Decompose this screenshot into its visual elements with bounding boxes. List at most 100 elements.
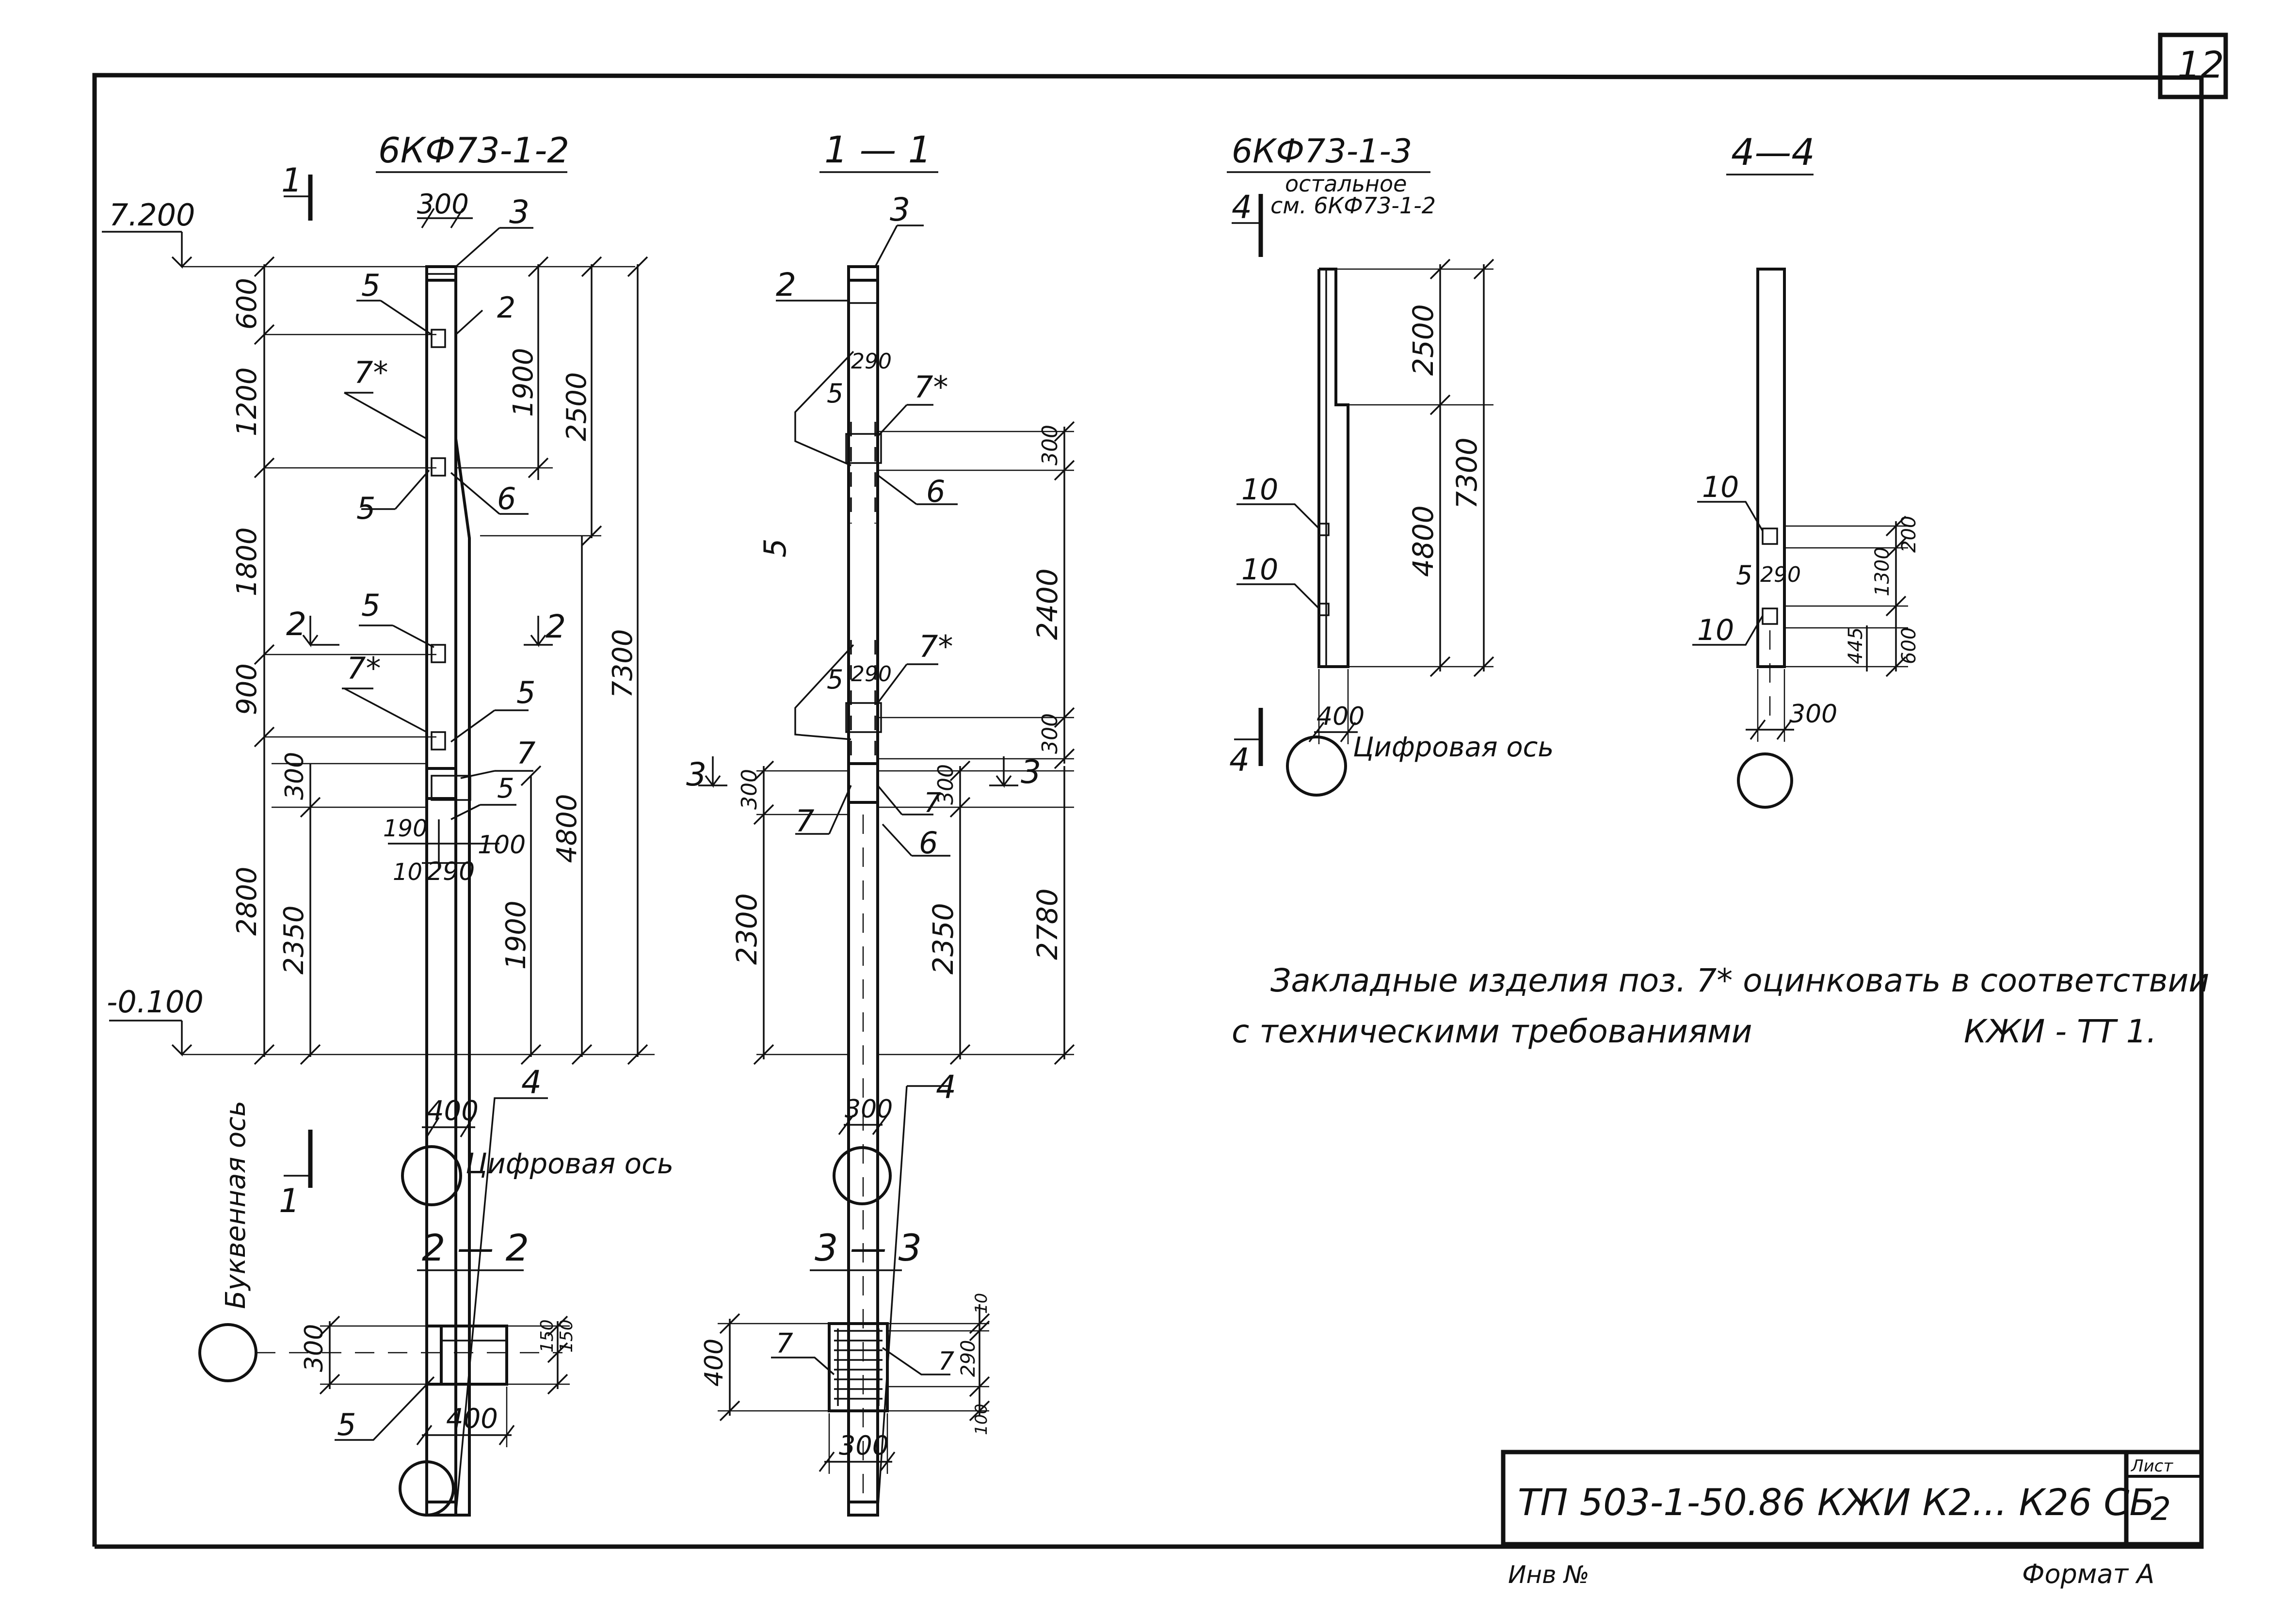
section-4-4: 4—4 10 5 290 10 200 1300 600 445 300 [1692, 130, 1920, 809]
dim-600: 600 [231, 278, 263, 330]
dim-2500: 2500 [561, 372, 593, 441]
note-line-1: Закладные изделия поз. 7* оцинковать в с… [1270, 962, 2209, 999]
dim-1300: 1300 [1871, 547, 1894, 596]
callout-5: 5 [337, 1407, 356, 1442]
callout-7: 7 [516, 735, 535, 771]
callout-10-a: 10 [1702, 470, 1739, 504]
dim-600: 600 [1898, 627, 1920, 664]
callout-4: 4 [936, 1069, 956, 1106]
format-label: Формат А [2022, 1559, 2154, 1589]
callout-7-left: 7 [776, 1328, 793, 1359]
dim-300-d: 300 [933, 764, 958, 805]
section-mark-3-left: 3 [686, 756, 706, 793]
dim-2800: 2800 [231, 866, 263, 936]
callout-5-lower: 5 [361, 588, 380, 623]
dim-290-top: 290 [851, 349, 892, 374]
section-mark-4-top: 4 [1232, 189, 1252, 226]
dim-300: 300 [839, 1430, 889, 1461]
callout-5-mid: 5 [356, 491, 375, 526]
section-mark-2-right: 2 [546, 608, 566, 645]
dim-190: 190 [383, 815, 428, 842]
dim-2300: 2300 [730, 893, 763, 965]
callout-3: 3 [509, 193, 530, 231]
callout-3: 3 [890, 191, 910, 228]
callout-7star-top: 7* [914, 369, 948, 405]
section-mark-1-top: 1 [281, 161, 302, 200]
callout-4: 4 [521, 1064, 542, 1101]
dim-2400: 2400 [1031, 568, 1064, 640]
elevation-6kf73-1-3: 6КФ73-1-3 остальное см. 6КФ73-1-2 4 2500… [1227, 132, 1554, 797]
dim-300-a: 300 [1038, 425, 1062, 465]
dim-2780: 2780 [1031, 888, 1064, 960]
subtitle-see: см. 6КФ73-1-2 [1270, 192, 1436, 219]
axis-label-letter: Буквенная ось [220, 1101, 252, 1309]
dim-300-top: 300 [417, 189, 469, 220]
dim-290: 290 [957, 1340, 979, 1377]
dim-7300: 7300 [1450, 437, 1483, 509]
callout-2: 2 [497, 291, 515, 325]
callout-5-top: 5 [827, 378, 843, 409]
dim-400: 400 [700, 1339, 729, 1387]
note-line-2: с техническими требованиями [1232, 1013, 1752, 1050]
dim-400: 400 [446, 1403, 498, 1435]
callout-7star-lower: 7* [919, 629, 953, 664]
callout-2: 2 [776, 266, 796, 304]
subtitle-rest: остальное [1285, 171, 1407, 197]
callout-6-top: 6 [926, 474, 945, 509]
dim-300: 300 [1789, 700, 1837, 729]
dim-2350: 2350 [927, 903, 960, 975]
callout-10-b: 10 [1241, 553, 1278, 587]
callout-5-bracket: 5 [516, 675, 535, 710]
elevation-6kf73-1-2: 6КФ73-1-2 1 7.200 -0.100 [102, 130, 674, 1517]
dim-300-bracket: 300 [280, 752, 309, 800]
dim-1800: 1800 [231, 527, 263, 596]
callout-5-bottom: 5 [497, 773, 514, 804]
dim-400: 400 [427, 1095, 479, 1127]
note-block: Закладные изделия поз. 7* оцинковать в с… [1232, 962, 2209, 1050]
dim-445: 445 [1845, 627, 1867, 664]
dim-900: 900 [231, 663, 263, 715]
dim-10: 10 [393, 859, 422, 886]
view-title: 4—4 [1731, 130, 1815, 174]
dim-290: 290 [427, 857, 475, 886]
dim-300-b: 300 [1038, 713, 1062, 754]
callout-7-left: 7 [795, 803, 814, 839]
long-callout-5: 5 [757, 539, 793, 558]
dim-1900-top: 1900 [508, 348, 539, 417]
dim-1900-bottom: 1900 [500, 900, 532, 970]
dim-4800: 4800 [1407, 505, 1440, 577]
callout-7-right: 7 [924, 787, 941, 819]
axis-label-digital: Цифровая ось [1353, 732, 1554, 763]
callout-7star-top: 7* [354, 355, 388, 390]
callout-7-right: 7 [938, 1347, 954, 1376]
dim-1200: 1200 [231, 367, 263, 436]
dim-100: 100 [972, 1404, 991, 1435]
section-1-1: 1 — 1 5 3 2 5 7* [686, 128, 1075, 1517]
sheet-no: 2 [2151, 1490, 2171, 1528]
callout-5: 5 [1736, 560, 1752, 591]
dim-150-a: 150 [537, 1319, 557, 1353]
callout-10-a: 10 [1241, 473, 1278, 507]
dim-300-c: 300 [737, 769, 762, 810]
callout-7star-lower: 7* [347, 651, 381, 686]
title-block: ТП 503-1-50.86 КЖИ К2... К26 СБ Лист 2 И… [1501, 1450, 2204, 1589]
bottom-level: -0.100 [107, 984, 204, 1020]
callout-5-top: 5 [361, 268, 380, 303]
view-title: 6КФ73-1-3 [1232, 132, 1412, 171]
top-level: 7.200 [109, 197, 195, 233]
callout-10-b: 10 [1697, 613, 1734, 647]
dim-200: 200 [1898, 516, 1920, 553]
note-reference: КЖИ - ТТ 1. [1964, 1013, 2157, 1050]
dim-150-b: 150 [557, 1319, 577, 1353]
section-mark-1-bottom: 1 [279, 1182, 300, 1220]
document-code: ТП 503-1-50.86 КЖИ К2... К26 СБ [1518, 1481, 2155, 1524]
section-mark-2-left: 2 [286, 606, 306, 643]
dim-290: 290 [1760, 562, 1801, 587]
section-3-3: 3 — 3 400 7 7 [700, 1226, 991, 1474]
dim-400: 400 [1317, 702, 1365, 731]
inventory-label: Инв № [1508, 1561, 1589, 1589]
section-mark-4-bottom: 4 [1229, 741, 1250, 779]
sheet-label: Лист [2130, 1456, 2173, 1476]
dim-300: 300 [300, 1324, 329, 1372]
